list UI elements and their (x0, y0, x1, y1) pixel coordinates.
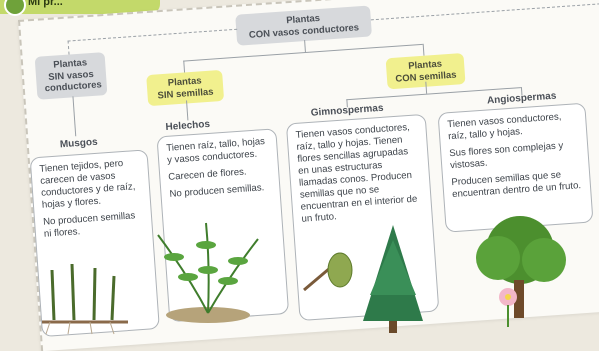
connector (304, 40, 306, 53)
sin-vasos-tag: Plantas SIN vasos conductores (34, 52, 108, 100)
dashed-link (67, 28, 238, 42)
connector (72, 96, 77, 137)
card-text: Tienen raíz, tallo, hojas y vasos conduc… (165, 136, 266, 166)
card-text: Tienen tejidos, pero carecen de vasos co… (39, 158, 136, 211)
card-text: Tienen vasos conductores, raíz, tallo y … (446, 111, 562, 143)
card-text: Tienen vasos conductores, raíz, tallo y … (295, 121, 418, 225)
fern-illustration (157, 222, 259, 323)
flower-illustration (499, 288, 517, 327)
dashed-link (67, 40, 70, 55)
connector (186, 100, 189, 121)
oak-illustration (476, 216, 566, 318)
dashed-link (370, 2, 599, 21)
pine-illustration (363, 225, 423, 333)
card-text: Carecen de flores. (167, 166, 247, 183)
pine-cone-illustration (303, 252, 353, 292)
card-text: No producen semillas ni flores. (42, 210, 136, 240)
card-text: Producen semillas que se encuentran dent… (451, 169, 582, 201)
moss-illustration (42, 263, 128, 335)
banner-title: Mi pr... (28, 0, 63, 8)
group-heading-musgos: Musgos (59, 136, 98, 151)
connector (422, 43, 425, 56)
card-text: No producen semillas. (169, 182, 265, 200)
section-banner (0, 0, 160, 14)
connector (183, 60, 186, 73)
sin-vasos-line3: conductores (44, 79, 103, 95)
leaf-icon (4, 0, 26, 16)
card-text: Sus flores son complejas y vistosas. (448, 140, 564, 172)
